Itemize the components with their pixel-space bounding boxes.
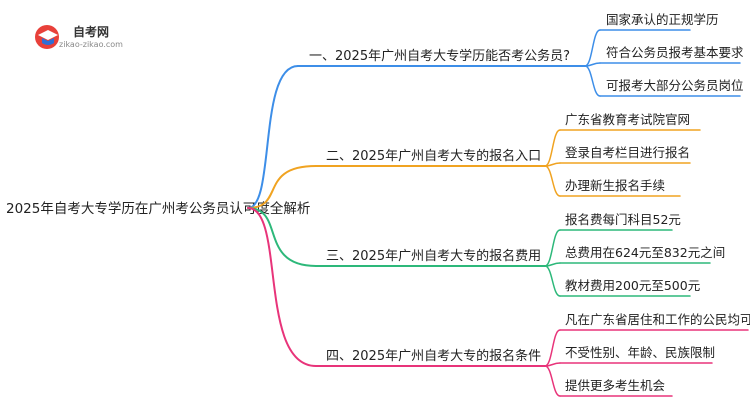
leaf-3-3-curve (544, 265, 561, 297)
connectors (247, 29, 749, 397)
leaf-3-2: 总费用在624元至832元之间 (565, 245, 725, 260)
leaf-1-1-curve (584, 29, 601, 67)
leaf-4-1-curve (544, 329, 561, 367)
leaf-4-3-curve (544, 365, 561, 397)
branch-4-curve (247, 207, 317, 367)
logo: 自考网 zikao-zikao.com (35, 24, 123, 49)
leaf-1-2: 符合公务员报考基本要求 (606, 45, 744, 60)
root-node: 2025年自考大专学历在广州考公务员认可度全解析 (6, 200, 310, 217)
logo-title: 自考网 (73, 24, 109, 39)
branch-2-label: 二、2025年广州自考大专的报名入口 (326, 148, 541, 164)
leaf-1-3-curve (584, 65, 601, 97)
branch-2-curve (247, 165, 317, 209)
leaf-2-2: 登录自考栏目进行报名 (565, 145, 690, 160)
graduation-cap-icon (38, 30, 58, 45)
leaf-2-1: 广东省教育考试院官网 (565, 112, 690, 127)
leaf-3-1: 报名费每门科目52元 (565, 212, 681, 227)
leaf-4-3: 提供更多考生机会 (565, 378, 666, 393)
branch-1-label: 一、2025年广州自考大专学历能否考公务员? (309, 48, 570, 64)
leaf-3-1-curve (544, 229, 561, 267)
leaf-4-2: 不受性别、年龄、民族限制 (565, 345, 715, 360)
leaf-1-1: 国家承认的正规学历 (606, 12, 719, 27)
leaf-1-3: 可报考大部分公务员岗位 (606, 78, 744, 93)
branch-4-label: 四、2025年广州自考大专的报名条件 (326, 348, 541, 364)
branch-3-curve (247, 207, 317, 267)
leaf-2-1-curve (544, 129, 561, 167)
leaf-4-1: 凡在广东省居住和工作的公民均可报名 (565, 312, 750, 327)
leaf-3-3: 教材费用200元至500元 (565, 278, 700, 293)
branch-3-label: 三、2025年广州自考大专的报名费用 (326, 248, 541, 264)
branch-1-curve (247, 65, 299, 209)
logo-url: zikao-zikao.com (59, 40, 123, 49)
leaf-2-3: 办理新生报名手续 (565, 178, 665, 193)
leaf-2-3-curve (544, 165, 561, 197)
